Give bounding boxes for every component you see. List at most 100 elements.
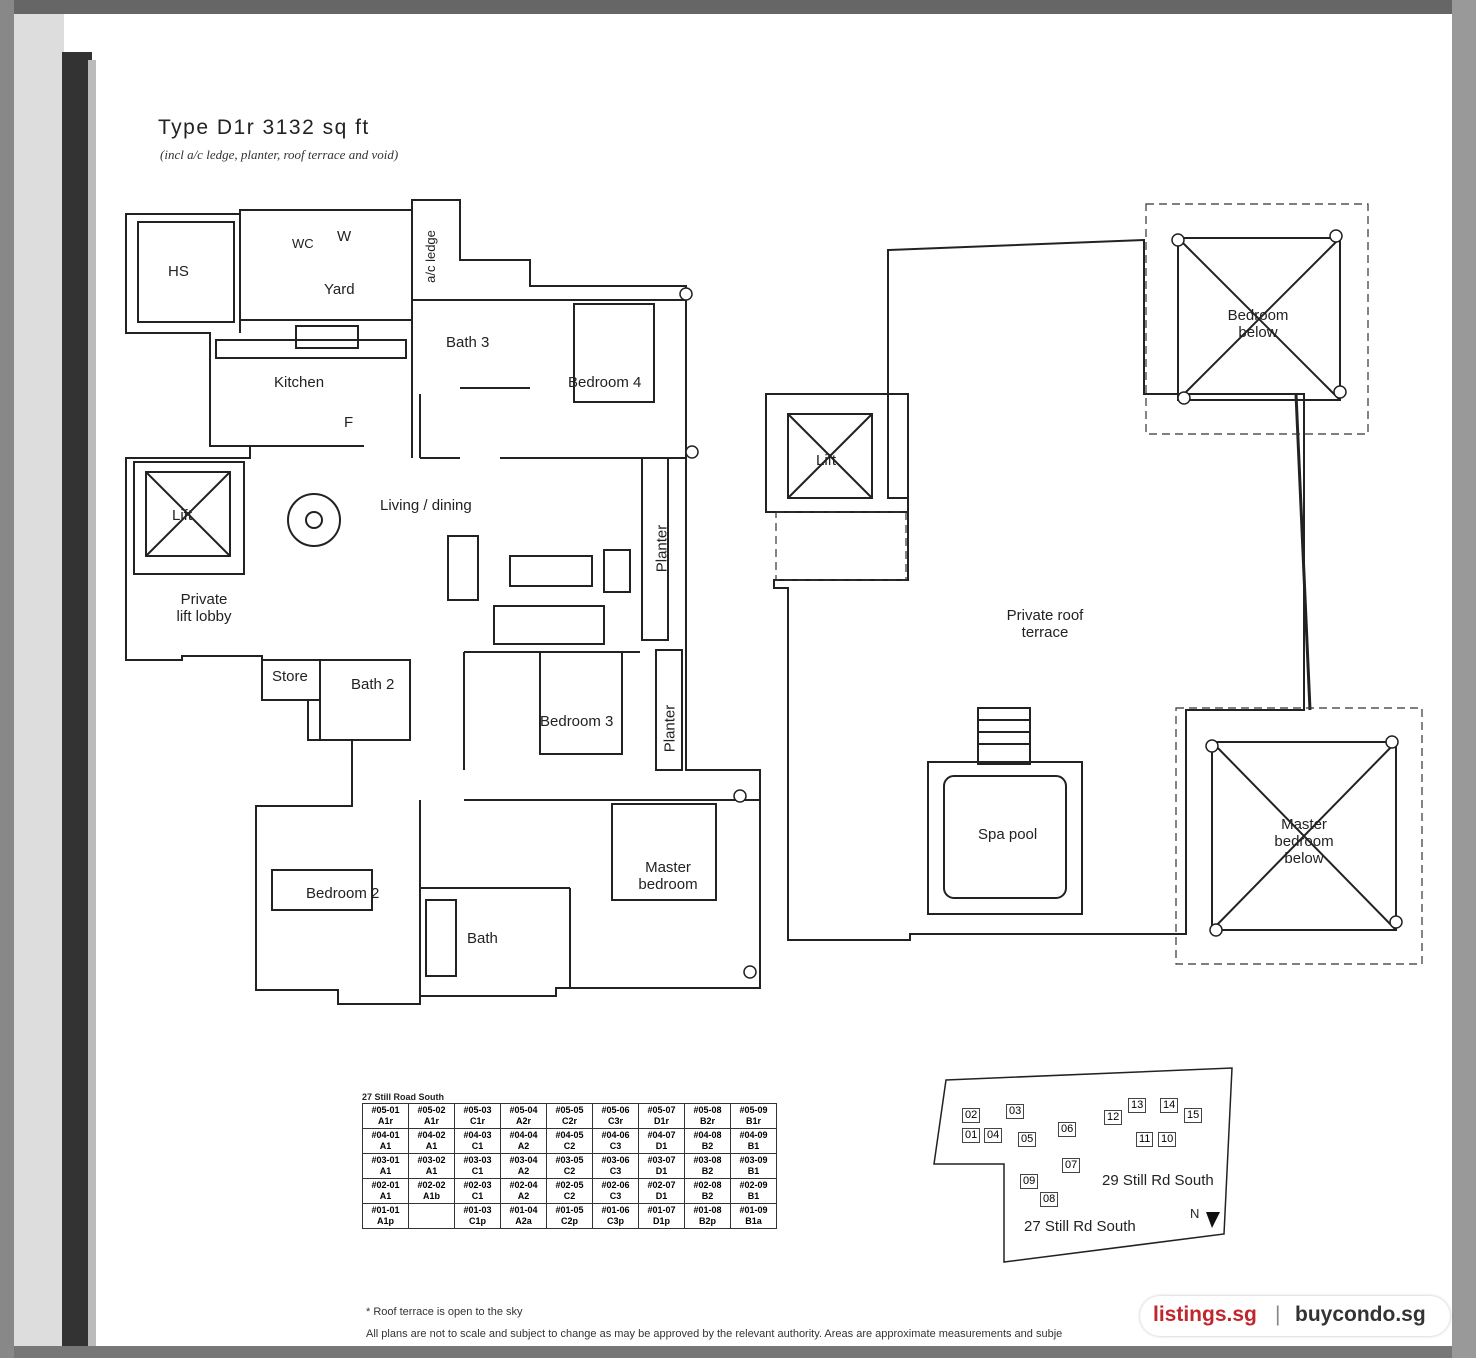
unit-number: #03-03	[463, 1155, 492, 1165]
key-block-02: 02	[962, 1108, 981, 1123]
unit-type: A2r	[515, 1116, 531, 1126]
room-ac-ledge: a/c ledge	[422, 230, 438, 283]
unit-type: B2	[701, 1141, 714, 1151]
unit-number: #02-09	[739, 1180, 768, 1190]
unit-number: #04-02	[417, 1130, 446, 1140]
unit-number: #05-01	[371, 1105, 400, 1115]
key-block-08: 08	[1040, 1192, 1059, 1207]
unit-type: B2p	[698, 1216, 716, 1226]
watermark-listings-sg[interactable]: listings.sg	[1153, 1303, 1257, 1326]
key-label-27-still-rd: 27 Still Rd South	[1024, 1218, 1136, 1235]
unit-number: #03-07	[647, 1155, 676, 1165]
unit-number: #01-06	[601, 1205, 630, 1215]
unit-type: C3	[609, 1141, 622, 1151]
unit-number: #03-04	[509, 1155, 538, 1165]
unit-number: #04-04	[509, 1130, 538, 1140]
unit-number: #02-08	[693, 1180, 722, 1190]
unit-number: #04-03	[463, 1130, 492, 1140]
unit-number: #02-04	[509, 1180, 538, 1190]
unit-cell	[408, 1203, 455, 1229]
key-block-11: 11	[1136, 1132, 1154, 1147]
unit-type: D1p	[652, 1216, 670, 1226]
unit-number: #02-01	[371, 1180, 400, 1190]
key-block-13: 13	[1128, 1098, 1147, 1113]
unit-type: C2	[563, 1191, 576, 1201]
room-f: F	[344, 414, 354, 431]
unit-type: C3r	[607, 1116, 623, 1126]
room-lift: Lift	[172, 507, 193, 524]
unit-type: D1	[655, 1191, 668, 1201]
room-planter-lower: Planter	[661, 704, 679, 753]
plan-title: Type D1r 3132 sq ft	[158, 116, 370, 139]
unit-type: A1	[379, 1166, 392, 1176]
unit-type: A1	[379, 1191, 392, 1201]
unit-type: C1p	[468, 1216, 486, 1226]
unit-number: #03-08	[693, 1155, 722, 1165]
unit-number: #05-09	[739, 1105, 768, 1115]
unit-type: A1r	[377, 1116, 393, 1126]
room-bedroom-4: Bedroom 4	[568, 374, 642, 391]
footnote-roof-terrace: * Roof terrace is open to the sky	[366, 1306, 523, 1318]
room-yard: Yard	[324, 281, 355, 298]
unit-type: C2	[563, 1166, 576, 1176]
key-block-12: 12	[1104, 1110, 1123, 1125]
north-arrow-label: N	[1190, 1206, 1200, 1221]
void-bedroom-below: Bedroom below	[1227, 307, 1289, 341]
unit-number: #01-04	[509, 1205, 538, 1215]
unit-type: D1	[655, 1141, 668, 1151]
unit-number: #04-05	[555, 1130, 584, 1140]
room-master-bedroom: Master bedroom	[638, 859, 698, 893]
watermark-separator: |	[1275, 1303, 1281, 1326]
footnote-disclaimer: All plans are not to scale and subject t…	[366, 1328, 1063, 1340]
key-block-03: 03	[1006, 1104, 1025, 1119]
unit-number: #04-08	[693, 1130, 722, 1140]
unit-type: C2	[563, 1141, 576, 1151]
unit-number: #03-05	[555, 1155, 584, 1165]
unit-type: B2r	[699, 1116, 715, 1126]
roof-lift: Lift	[816, 452, 837, 469]
unit-type: A1	[425, 1141, 438, 1151]
unit-type: A2	[517, 1141, 530, 1151]
unit-type: A1p	[376, 1216, 394, 1226]
unit-number: #01-05	[555, 1205, 584, 1215]
unit-type: C2p	[560, 1216, 578, 1226]
unit-number: #01-08	[693, 1205, 722, 1215]
unit-type: B1	[747, 1166, 760, 1176]
room-hs: HS	[168, 263, 189, 280]
key-block-14: 14	[1160, 1098, 1179, 1113]
watermark-buycondo-sg[interactable]: buycondo.sg	[1295, 1303, 1426, 1326]
room-bath-2: Bath 2	[351, 676, 395, 693]
unit-number: #04-06	[601, 1130, 630, 1140]
room-planter-upper: Planter	[653, 524, 671, 573]
